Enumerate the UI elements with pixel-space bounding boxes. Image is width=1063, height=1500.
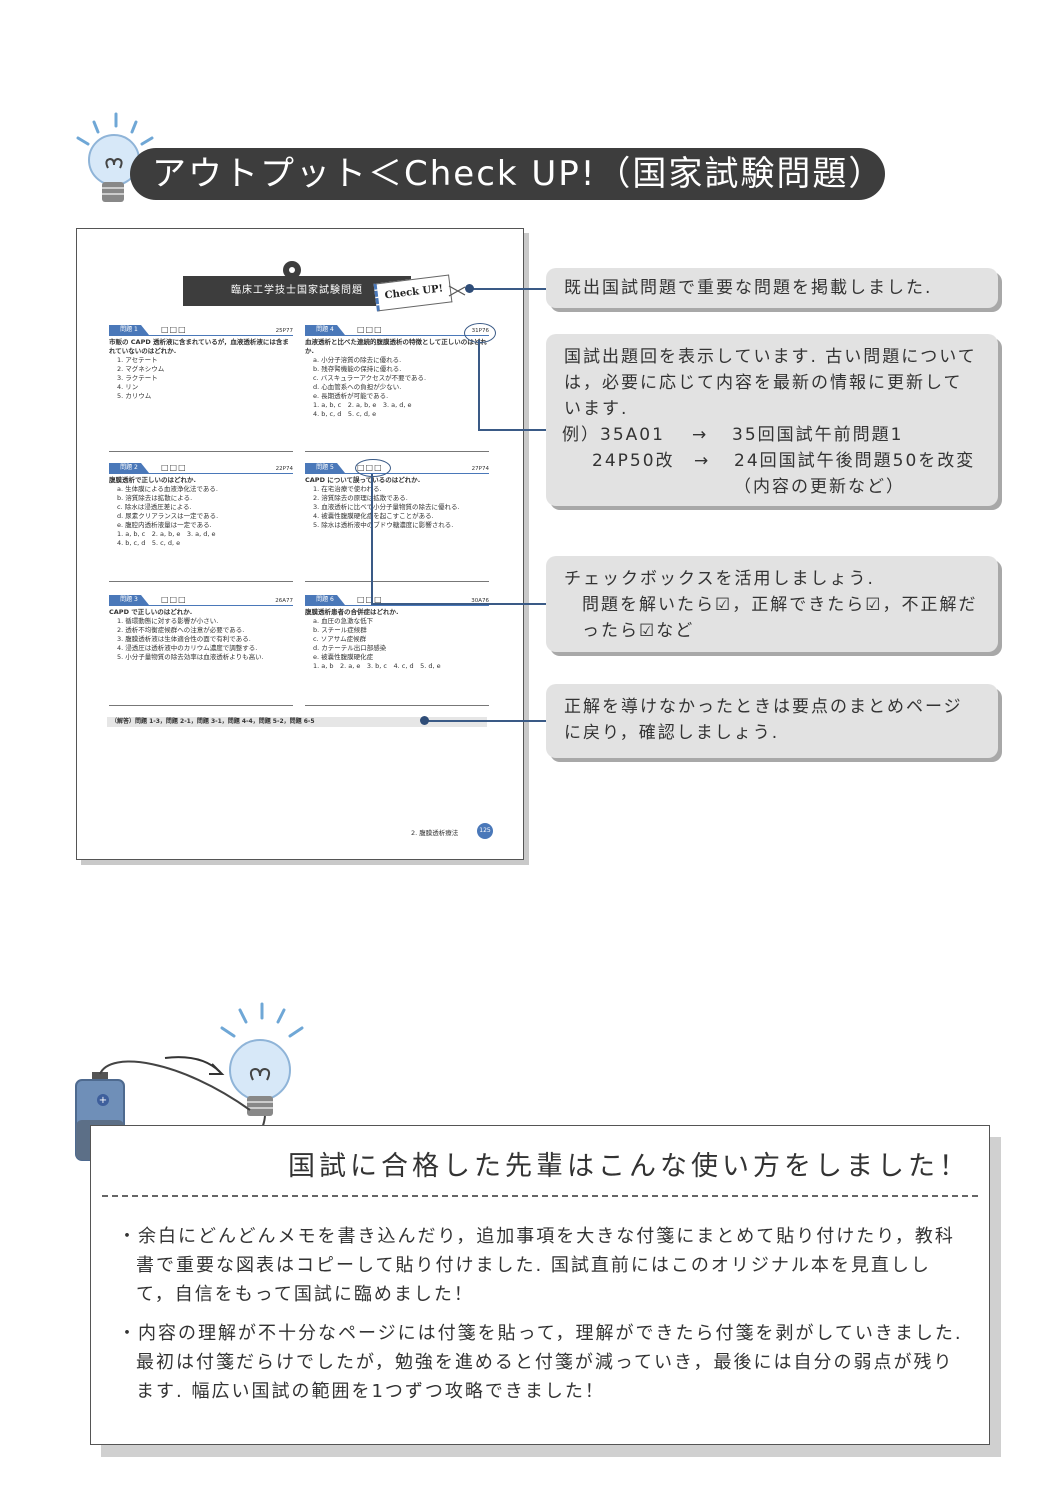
check-boxes[interactable]: □□□ (161, 463, 187, 472)
check-boxes[interactable]: □□□ (357, 595, 383, 604)
svg-text:+: + (99, 1095, 107, 1106)
question-1: 問題 1□□□25P77 市販の CAPD 透析液に含まれているが，血液透析液に… (109, 325, 293, 400)
page-number: 125 (477, 823, 493, 839)
tip-item: ・内容の理解が不十分なページには付箋を貼って，理解ができたら付箋を剥がしていきま… (118, 1323, 963, 1402)
lightbulb-icon (76, 112, 154, 202)
check-boxes[interactable]: □□□ (357, 325, 383, 334)
connector-dot-4 (420, 716, 429, 725)
question-3: 問題 3□□□26A77 CAPD で正しいのはどれか. 1. 循環動態に対する… (109, 595, 293, 661)
section-title: アウトプット＜Check UP!（国家試験問題）＞ (130, 148, 918, 200)
connector-1 (471, 288, 546, 290)
answer-bar: （解答）問題 1-3，問題 2-1，問題 3-1，問題 4-4，問題 5-2，問… (107, 717, 487, 727)
connector-2-h (478, 429, 546, 431)
page-banner: 臨床工学技士国家試験問題 (183, 276, 411, 306)
tips-list: ・余白にどんどんメモを書き込んだり，追加事項を大きな付箋にまとめて貼り付けたり，… (118, 1222, 968, 1416)
connector-dot-1 (465, 284, 474, 293)
connector-2-v (478, 340, 480, 430)
check-boxes[interactable]: □□□ (161, 325, 187, 334)
sample-page: 臨床工学技士国家試験問題 Check UP! 問題 1□□□25P77 市販の … (76, 228, 524, 860)
ring-icon (283, 261, 301, 279)
page-footer: 2. 腹膜透析療法 (411, 829, 459, 837)
callout-exam-code: 国試出題回を表示しています. 古い問題については，必要に応じて内容を最新の情報に… (546, 334, 998, 506)
callout-checkbox: チェックボックスを活用しましょう. 問題を解いたら☑，正解できたら☑，不正解だっ… (546, 556, 998, 652)
code-highlight-circle (464, 323, 496, 343)
scissors-icon (448, 285, 466, 297)
callout-review: 正解を導けなかったときは要点のまとめページに戻り，確認しましょう. (546, 684, 998, 758)
callout-important-questions: 既出国試問題で重要な問題を掲載しました. (546, 268, 998, 308)
tips-box (90, 1125, 990, 1445)
connector-3-h (371, 603, 546, 605)
question-6: 問題 6□□□30A76 腹膜透析患者の合併症はどれか. a. 血圧の急激な低下… (305, 595, 489, 670)
question-2: 問題 2□□□22P74 腹膜透析で正しいのはどれか. a. 生体膜による血液浄… (109, 463, 293, 547)
tips-divider (102, 1195, 978, 1197)
connector-3-v (371, 474, 373, 604)
question-4: 問題 4□□□31P76 血液透析と比べた連続的腹膜透析の特徴として正しいのはど… (305, 325, 489, 418)
question-5: 問題 5□□□27P74 CAPD について誤っているのはどれか. 1. 在宅治… (305, 463, 489, 529)
tips-title: 国試に合格した先輩はこんな使い方をしました！ (288, 1151, 970, 1182)
checkbox-highlight-circle (355, 459, 391, 477)
connector-4 (426, 720, 546, 722)
check-boxes[interactable]: □□□ (161, 595, 187, 604)
tip-item: ・余白にどんどんメモを書き込んだり，追加事項を大きな付箋にまとめて貼り付けたり，… (118, 1226, 955, 1305)
lightbulb-icon (220, 1002, 304, 1116)
